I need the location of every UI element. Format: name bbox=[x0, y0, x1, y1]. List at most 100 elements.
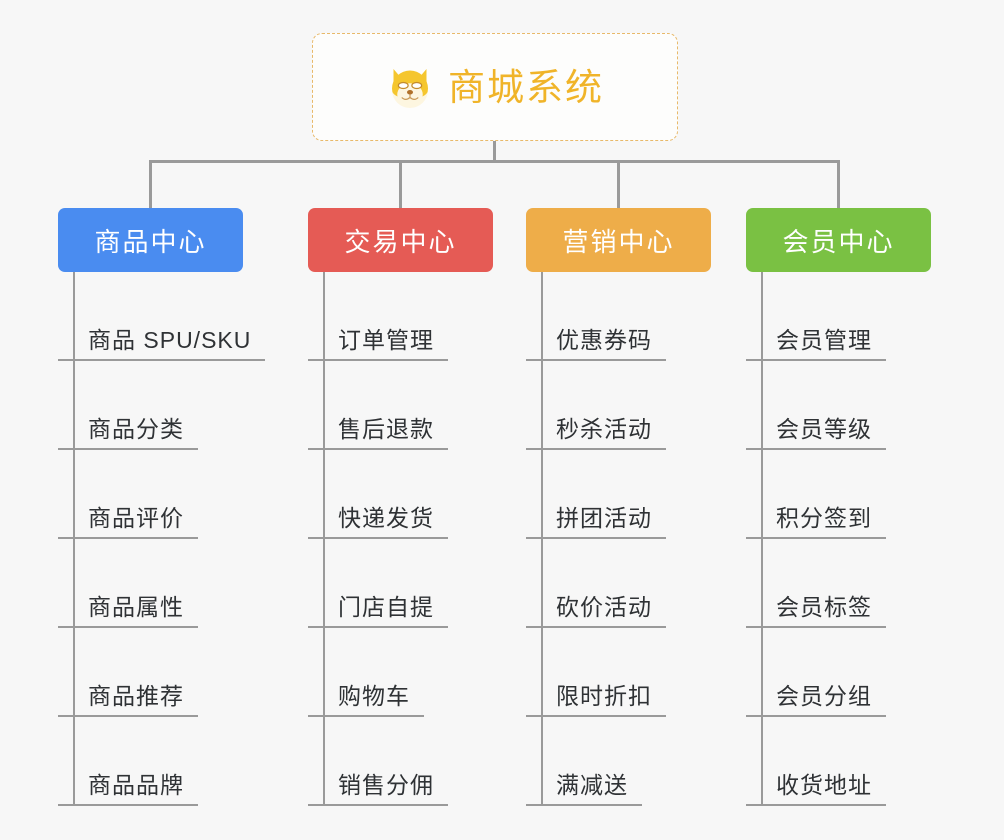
leaf-item[interactable]: 会员分组 bbox=[746, 628, 931, 717]
leaf-list-product-center: 商品 SPU/SKU 商品分类商品评价商品属性商品推荐商品品牌 bbox=[58, 272, 266, 806]
leaf-item[interactable]: 商品分类 bbox=[58, 361, 243, 450]
category-column-trade-center: 交易中心订单管理售后退款快递发货门店自提购物车销售分佣 bbox=[308, 208, 493, 806]
category-header-product-center[interactable]: 商品中心 bbox=[58, 208, 243, 272]
category-header-marketing-center[interactable]: 营销中心 bbox=[526, 208, 711, 272]
leaf-item-label: 收货地址 bbox=[776, 771, 872, 798]
leaf-item[interactable]: 砍价活动 bbox=[526, 539, 711, 628]
connector-trunk-product-center bbox=[73, 272, 75, 806]
leaf-item-label: 会员标签 bbox=[776, 593, 872, 620]
leaf-item[interactable]: 满减送 bbox=[526, 717, 711, 806]
leaf-item[interactable]: 商品属性 bbox=[58, 539, 243, 628]
leaf-item-label: 购物车 bbox=[338, 682, 410, 709]
leaf-item-underline: 商品分类 bbox=[58, 415, 198, 450]
connector-drop-3 bbox=[617, 160, 620, 208]
leaf-list-trade-center: 订单管理售后退款快递发货门店自提购物车销售分佣 bbox=[308, 272, 493, 806]
root-title: 商城系统 bbox=[448, 66, 604, 108]
leaf-item-label: 商品属性 bbox=[88, 593, 184, 620]
leaf-item[interactable]: 限时折扣 bbox=[526, 628, 711, 717]
leaf-item[interactable]: 会员等级 bbox=[746, 361, 931, 450]
leaf-item-label: 砍价活动 bbox=[556, 593, 652, 620]
leaf-item-underline: 限时折扣 bbox=[526, 682, 666, 717]
leaf-item-underline: 秒杀活动 bbox=[526, 416, 666, 450]
category-header-trade-center[interactable]: 交易中心 bbox=[308, 208, 493, 272]
dog-face-icon bbox=[392, 69, 428, 108]
leaf-item-underline: 优惠券码 bbox=[526, 326, 666, 361]
leaf-item[interactable]: 门店自提 bbox=[308, 539, 493, 628]
leaf-item-underline: 订单管理 bbox=[308, 326, 448, 361]
connector-drop-1 bbox=[149, 160, 152, 208]
leaf-item[interactable]: 商品推荐 bbox=[58, 628, 243, 717]
leaf-item-label: 限时折扣 bbox=[556, 682, 652, 709]
leaf-item[interactable]: 购物车 bbox=[308, 628, 493, 717]
leaf-item-label: 商品分类 bbox=[88, 415, 184, 442]
connector-trunk-member-center bbox=[761, 272, 763, 806]
category-column-product-center: 商品中心商品 SPU/SKU 商品分类商品评价商品属性商品推荐商品品牌 bbox=[58, 208, 266, 806]
leaf-item[interactable]: 商品评价 bbox=[58, 450, 243, 539]
leaf-item-label: 优惠券码 bbox=[556, 326, 652, 353]
leaf-item[interactable]: 商品品牌 bbox=[58, 717, 243, 806]
leaf-item-label: 商品品牌 bbox=[88, 771, 184, 798]
leaf-item-underline: 售后退款 bbox=[308, 415, 448, 450]
leaf-item[interactable]: 会员管理 bbox=[746, 272, 931, 361]
leaf-item[interactable]: 销售分佣 bbox=[308, 717, 493, 806]
leaf-item-underline: 会员标签 bbox=[746, 593, 886, 628]
leaf-item-underline: 商品推荐 bbox=[58, 682, 198, 717]
leaf-item-label: 商品 SPU/SKU bbox=[88, 326, 252, 353]
leaf-item[interactable]: 会员标签 bbox=[746, 539, 931, 628]
leaf-item[interactable]: 订单管理 bbox=[308, 272, 493, 361]
leaf-item-underline: 砍价活动 bbox=[526, 593, 666, 628]
leaf-item-label: 订单管理 bbox=[338, 326, 434, 353]
category-title: 会员中心 bbox=[782, 226, 895, 257]
leaf-item-label: 门店自提 bbox=[338, 593, 434, 620]
connector-drop-4 bbox=[837, 160, 840, 208]
leaf-item[interactable]: 商品 SPU/SKU bbox=[58, 272, 266, 361]
leaf-item-underline: 购物车 bbox=[308, 682, 424, 717]
leaf-item-underline: 商品 SPU/SKU bbox=[58, 326, 266, 361]
leaf-item-label: 会员等级 bbox=[776, 415, 872, 442]
leaf-item-underline: 会员等级 bbox=[746, 415, 886, 450]
category-column-member-center: 会员中心会员管理会员等级积分签到会员标签会员分组收货地址 bbox=[746, 208, 931, 806]
leaf-item-underline: 商品评价 bbox=[58, 504, 198, 539]
connector-trunk-marketing-center bbox=[541, 272, 543, 806]
category-column-marketing-center: 营销中心优惠券码秒杀活动拼团活动砍价活动限时折扣满减送 bbox=[526, 208, 711, 806]
leaf-item-label: 销售分佣 bbox=[338, 771, 434, 798]
leaf-item-label: 满减送 bbox=[556, 771, 628, 798]
leaf-item-label: 商品评价 bbox=[88, 504, 184, 531]
leaf-item-underline: 商品品牌 bbox=[58, 771, 198, 806]
leaf-item-underline: 销售分佣 bbox=[308, 771, 448, 806]
leaf-item[interactable]: 拼团活动 bbox=[526, 450, 711, 539]
leaf-item-underline: 快递发货 bbox=[308, 504, 448, 539]
leaf-item-underline: 收货地址 bbox=[746, 771, 886, 806]
leaf-item[interactable]: 快递发货 bbox=[308, 450, 493, 539]
leaf-item-label: 会员管理 bbox=[776, 326, 872, 353]
leaf-item-underline: 会员分组 bbox=[746, 682, 886, 717]
connector-drop-2 bbox=[399, 160, 402, 208]
leaf-item-underline: 商品属性 bbox=[58, 593, 198, 628]
leaf-item-label: 积分签到 bbox=[776, 504, 872, 531]
leaf-list-member-center: 会员管理会员等级积分签到会员标签会员分组收货地址 bbox=[746, 272, 931, 806]
leaf-item[interactable]: 优惠券码 bbox=[526, 272, 711, 361]
root-node[interactable]: 商城系统 bbox=[312, 33, 678, 141]
leaf-item-underline: 积分签到 bbox=[746, 504, 886, 539]
leaf-item[interactable]: 积分签到 bbox=[746, 450, 931, 539]
leaf-item-underline: 会员管理 bbox=[746, 326, 886, 361]
connector-trunk-trade-center bbox=[323, 272, 325, 806]
leaf-item[interactable]: 售后退款 bbox=[308, 361, 493, 450]
leaf-item-label: 拼团活动 bbox=[556, 504, 652, 531]
leaf-item-underline: 满减送 bbox=[526, 771, 642, 806]
category-title: 营销中心 bbox=[562, 226, 675, 257]
leaf-item[interactable]: 收货地址 bbox=[746, 717, 931, 806]
leaf-item-label: 售后退款 bbox=[338, 415, 434, 442]
category-header-member-center[interactable]: 会员中心 bbox=[746, 208, 931, 272]
leaf-item-underline: 拼团活动 bbox=[526, 504, 666, 539]
leaf-item[interactable]: 秒杀活动 bbox=[526, 361, 711, 450]
connector-horizontal-bus bbox=[149, 160, 840, 163]
leaf-item-label: 商品推荐 bbox=[88, 682, 184, 709]
category-title: 交易中心 bbox=[344, 226, 457, 257]
leaf-item-underline: 门店自提 bbox=[308, 593, 448, 628]
leaf-item-label: 快递发货 bbox=[338, 504, 434, 531]
connector-root-stem bbox=[493, 141, 496, 162]
leaf-item-label: 会员分组 bbox=[776, 682, 872, 709]
category-title: 商品中心 bbox=[94, 226, 207, 257]
